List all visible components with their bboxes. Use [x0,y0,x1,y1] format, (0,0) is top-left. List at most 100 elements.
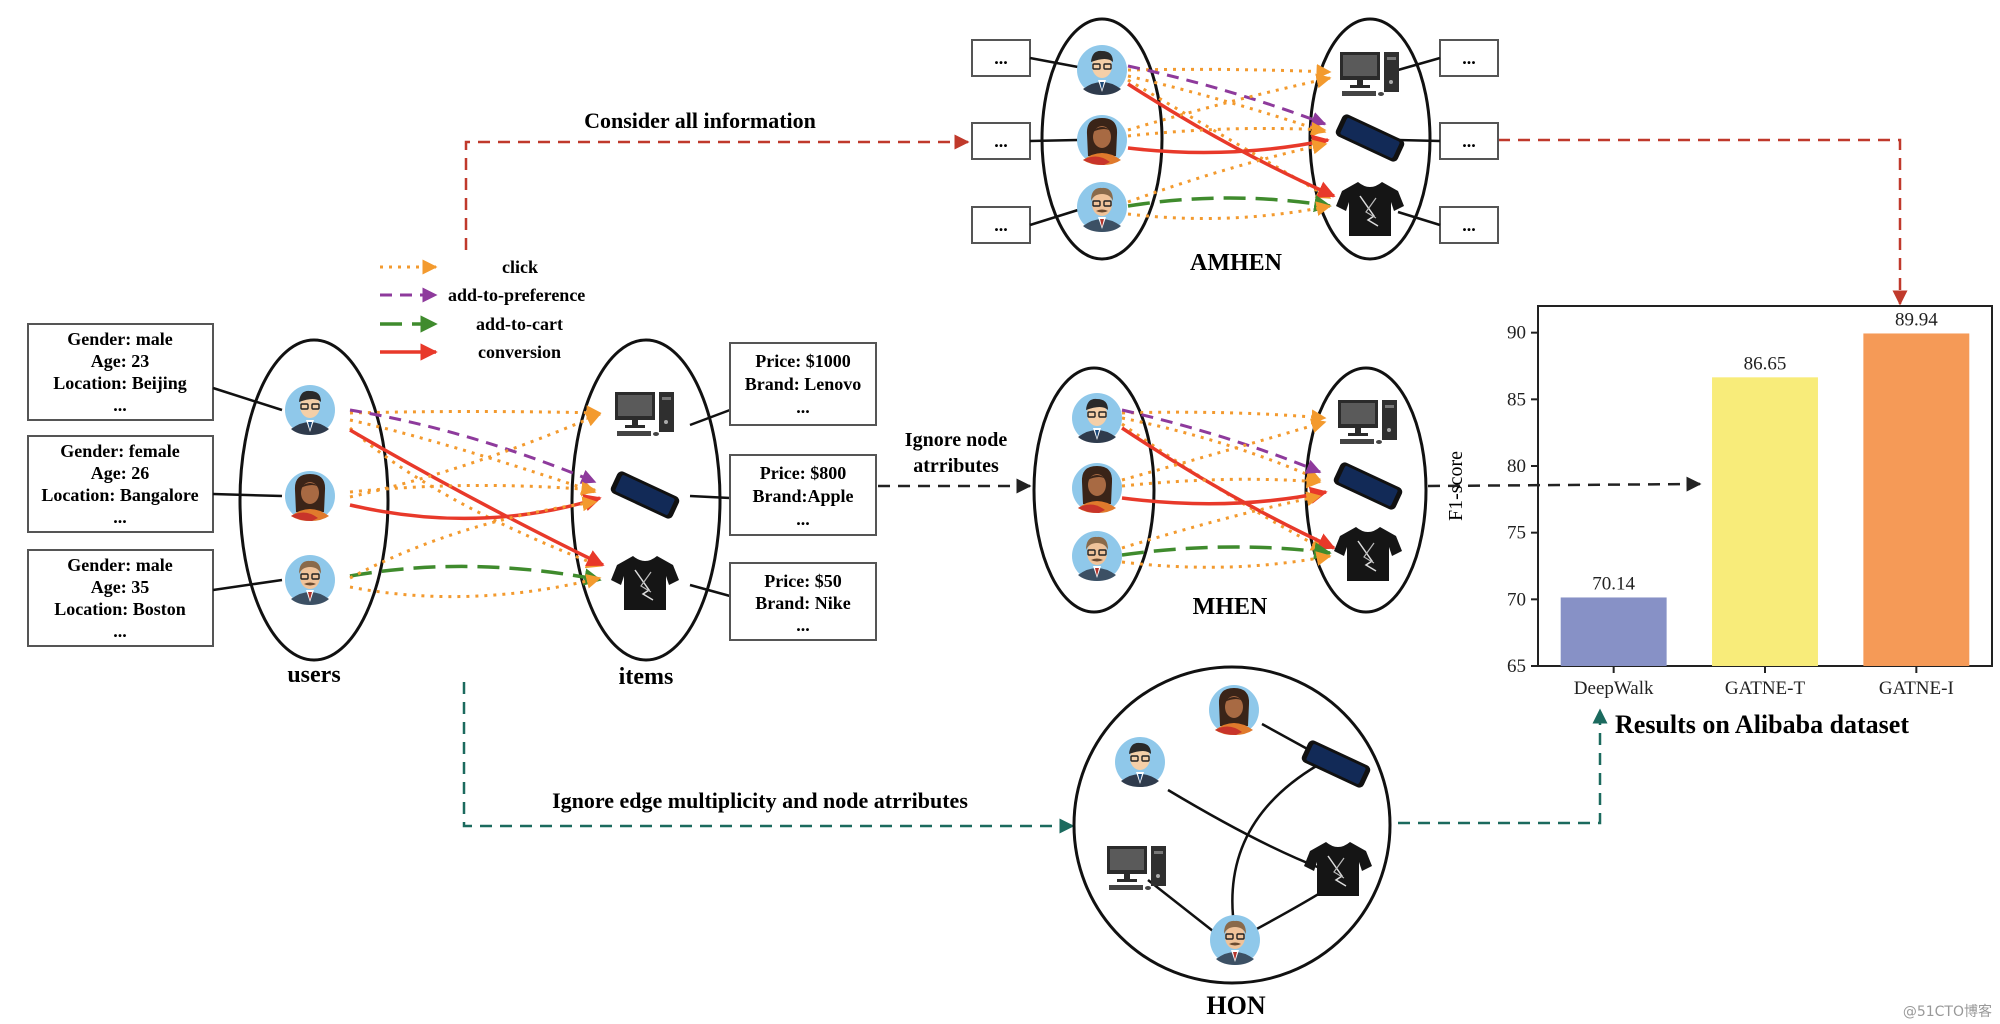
user-avatar-icon [285,471,335,521]
smartphone-icon [1300,738,1372,790]
watermark: @51CTO博客 [1903,1003,1992,1020]
flow-label-hon: Ignore edge multiplicity and node atrrib… [552,788,968,813]
item-profile-line: Brand: Nike [755,593,851,613]
legend-label-add-to-cart: add-to-cart [476,314,563,334]
flow-label-amhen: Consider all information [584,108,816,133]
item-profile-box: Price: $800 Brand:Apple ... [729,454,877,536]
item-profile-line: ... [796,509,810,529]
user-profile-line: Age: 35 [91,577,149,597]
attribute-placeholder-text: ... [994,215,1008,235]
x-tick-label: GATNE-T [1725,678,1806,699]
y-tick-label: 85 [1507,389,1526,410]
tshirt-icon [1303,841,1373,897]
smartphone-icon [1332,460,1404,512]
items-ellipse [570,338,722,662]
attribute-placeholder-text: ... [1462,215,1476,235]
bar [1863,333,1970,666]
attribute-placeholder-box [971,39,1031,77]
user-avatar-icon [1072,463,1122,513]
user-avatar-icon [284,384,336,436]
legend-label-conversion: conversion [478,342,561,362]
tshirt-icon [610,555,680,611]
item-profile-line: ... [796,615,810,635]
item-profile-line: Brand:Apple [752,486,853,506]
user-profile-line: ... [113,507,127,527]
item-profile-line: Price: $1000 [755,351,850,371]
bar [1560,597,1667,666]
hon-graph: HON [1072,665,1392,1020]
user-profile-line: Age: 26 [91,463,149,483]
y-tick-label: 65 [1507,656,1526,677]
tshirt-icon [1333,526,1403,582]
y-tick-label: 70 [1507,589,1526,610]
flow-arrow-hon [462,682,1075,834]
bar-value-label: 89.94 [1895,309,1938,330]
user-avatar-icon [1114,736,1166,788]
users-ellipse [238,338,390,662]
user-avatar-icon [284,554,336,606]
chart-title: Results on Alibaba dataset [1615,710,1909,739]
user-profile-line: Gender: male [67,555,172,575]
computer-icon [615,392,674,436]
attribute-placeholder-text: ... [1462,131,1476,151]
user-avatar-icon [1209,914,1261,966]
user-profile-line: Location: Bangalore [41,485,198,505]
user-avatar-icon [1209,685,1259,735]
attribute-placeholder-text: ... [994,48,1008,68]
attribute-placeholder-box [1439,39,1499,77]
mhen-label: MHEN [1193,594,1268,620]
attribute-placeholder-text: ... [994,131,1008,151]
item-profile-line: Brand: Lenovo [745,374,862,394]
flow-arrow-to-chart [1498,138,1908,306]
legend: click add-to-preference add-to-cart conv… [380,257,585,362]
users-label: users [287,662,340,688]
y-tick-label: 90 [1507,323,1526,344]
item-profile-box: Price: $1000 Brand: Lenovo ... [729,342,877,426]
heterogeneous-network: Gender: male Age: 23 Location: Beijing .… [27,323,877,690]
attribute-placeholder-box [971,206,1031,244]
user-avatar-icon [1076,181,1128,233]
user-profile-line: Location: Beijing [53,373,187,393]
x-tick-label: DeepWalk [1574,678,1654,699]
user-profile-box: Gender: male Age: 23 Location: Beijing .… [27,323,214,421]
flow-arrows: Consider all information Ignore node atr… [462,108,1908,834]
bar [1712,377,1818,666]
user-profile-line: ... [113,621,127,641]
x-axis: DeepWalk GATNE-T GATNE-I [1574,666,1954,699]
computer-icon [1107,846,1166,890]
hon-label: HON [1206,991,1265,1020]
item-profile-line: Price: $800 [760,463,846,483]
attribute-placeholder-text: ... [1462,48,1476,68]
computer-icon [1338,400,1397,444]
items-label: items [619,664,674,690]
y-tick-label: 75 [1507,523,1526,544]
amhen-label: AMHEN [1190,250,1283,276]
user-profile-line: Location: Boston [54,599,186,619]
user-profile-line: Age: 23 [91,351,149,371]
item-profile-box: Price: $50 Brand: Nike ... [729,562,877,641]
computer-icon [1340,52,1399,96]
smartphone-icon [609,469,681,521]
user-profile-box: Gender: female Age: 26 Location: Bangalo… [27,435,214,533]
flow-arrow-mhen-to-chart [1427,476,1702,492]
item-profile-line: ... [796,397,810,417]
bar-value-label: 86.65 [1744,353,1787,374]
mhen-graph: MHEN [1032,366,1428,620]
y-axis: 65 70 75 80 85 90 [1507,323,1538,677]
bar-value-label: 70.14 [1592,573,1635,594]
x-tick-label: GATNE-I [1879,678,1954,699]
smartphone-icon [1334,112,1406,164]
user-profile-box: Gender: male Age: 35 Location: Boston ..… [27,549,214,647]
user-profile-line: Gender: male [67,329,172,349]
user-profile-line: ... [113,395,127,415]
y-tick-label: 80 [1507,456,1526,477]
user-avatar-icon [1077,115,1127,165]
legend-label-add-to-preference: add-to-preference [448,285,585,305]
tshirt-icon [1335,181,1405,237]
flow-label-mhen-line: atrributes [913,455,999,477]
user-avatar-icon [1071,530,1123,582]
item-profile-line: Price: $50 [764,571,841,591]
bars: 70.14 86.65 89.94 [1560,309,1970,666]
results-bar-chart: 65 70 75 80 85 90 70.14 86.65 89.94 DeepWalk GAT… [1445,305,1993,739]
